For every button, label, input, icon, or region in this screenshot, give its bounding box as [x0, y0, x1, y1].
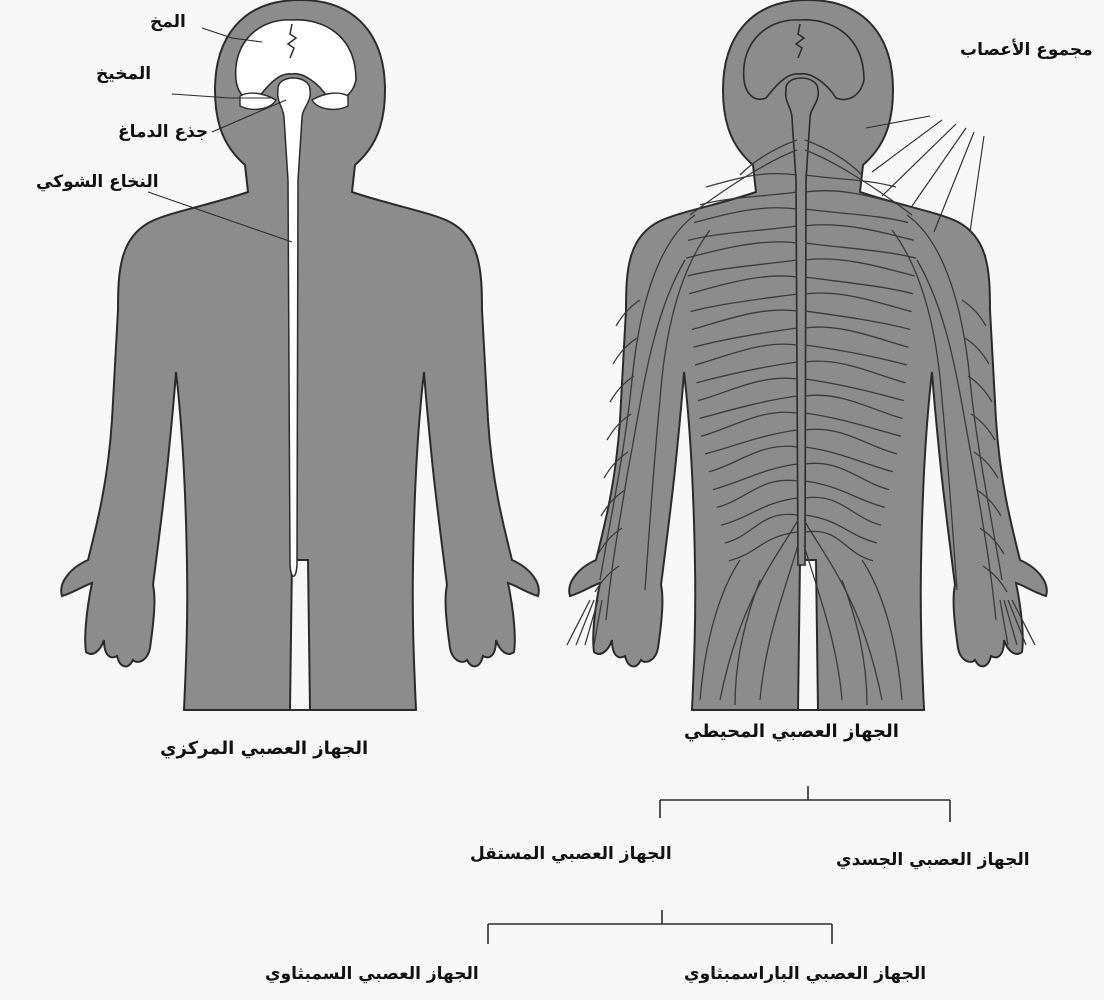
label-spinal-cord: النخاع الشوكي [36, 174, 159, 191]
tree-label-sympathetic: الجهاز العصبي السمبثاوي [265, 966, 479, 983]
cns-figure [61, 0, 539, 710]
leader-line-nerves-5 [934, 132, 974, 232]
tree-label-somatic: الجهاز العصبي الجسدي [836, 852, 1030, 869]
pns-figure [567, 0, 1047, 710]
label-brainstem: جذع الدماغ [118, 124, 208, 141]
caption-cns: الجهاز العصبي المركزي [160, 740, 368, 758]
leader-line-nerves-3 [882, 124, 956, 196]
leader-line-nerves-4 [912, 128, 966, 206]
label-cerebellum: المخيخ [96, 66, 151, 83]
tree-label-autonomic: الجهاز العصبي المستقل [470, 846, 672, 863]
caption-pns: الجهاز العصبي المحيطي [684, 723, 899, 741]
label-brain: المخ [150, 14, 186, 31]
leader-line-nerves-6 [970, 136, 984, 232]
label-nerves: مجموع الأعصاب [960, 42, 1093, 59]
cns-legs-gap [290, 560, 310, 710]
tree-label-parasympathetic: الجهاز العصبي الباراسمبثاوي [684, 966, 926, 983]
